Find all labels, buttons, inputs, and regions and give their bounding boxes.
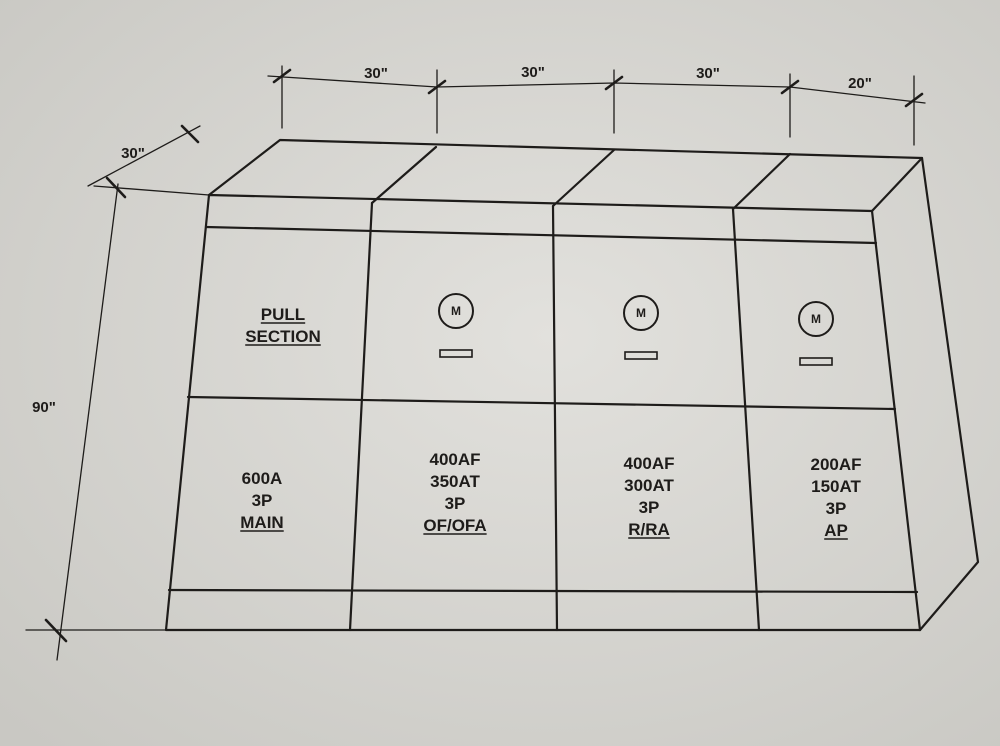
dimension-tick: [105, 176, 127, 199]
meter-letter: M: [811, 312, 821, 326]
dimension-tick: [604, 75, 624, 91]
width-label-4: 20": [848, 75, 872, 92]
dimension-tick: [427, 79, 447, 95]
depth-label: 30": [121, 145, 145, 162]
breaker-label: 300AT: [624, 476, 674, 495]
breaker-label: AP: [824, 521, 848, 540]
meter-icon: [798, 301, 834, 337]
breaker-label: 3P: [252, 491, 273, 510]
top-divider: [370, 145, 438, 205]
side-face-outline: [918, 156, 980, 632]
pull-section-label: PULL: [261, 305, 305, 324]
breaker-label: 400AF: [623, 454, 674, 473]
section-divider: [731, 207, 761, 632]
base-line: [167, 588, 919, 594]
breaker-label: R/RA: [628, 520, 670, 539]
breaker-label: 600A: [242, 469, 283, 488]
top-face-outline: [207, 138, 924, 213]
depth-dimension-line: [87, 125, 201, 187]
height-label: 90": [32, 399, 56, 416]
breaker-label: 400AF: [429, 450, 480, 469]
height-dimension-line: [56, 183, 119, 661]
sections-layer: PULL SECTION 600A 3P MAIN M 400AF 350AT 3P OF/OFA…: [240, 293, 862, 540]
meter-icon: [438, 293, 474, 329]
top-band-line: [204, 225, 878, 245]
dimension-tick: [780, 79, 800, 95]
extension-line: [93, 185, 210, 196]
meter-letter: M: [636, 306, 646, 320]
pull-section-label: SECTION: [245, 327, 321, 346]
meter-icon: [623, 295, 659, 331]
breaker-label: 3P: [826, 499, 847, 518]
top-divider: [551, 148, 616, 208]
breaker-label: OF/OFA: [423, 516, 486, 535]
nameplate-icon: [624, 351, 658, 360]
dimension-tick: [904, 92, 924, 108]
nameplate-icon: [439, 349, 473, 358]
breaker-label: 3P: [445, 494, 466, 513]
breaker-label: 350AT: [430, 472, 480, 491]
breaker-label: 200AF: [810, 455, 861, 474]
section-divider: [551, 204, 559, 632]
dimension-tick: [44, 618, 68, 643]
breaker-label: MAIN: [240, 513, 283, 532]
breaker-label: 150AT: [811, 477, 861, 496]
top-divider: [731, 152, 792, 211]
meter-letter: M: [451, 304, 461, 318]
dimension-tick: [180, 124, 200, 144]
width-label-2: 30": [521, 64, 545, 81]
width-label-3: 30": [696, 65, 720, 82]
section-divider: [348, 201, 374, 632]
dimension-tick: [272, 68, 292, 84]
width-label-1: 30": [364, 65, 388, 82]
nameplate-icon: [799, 357, 833, 366]
breaker-label: 3P: [639, 498, 660, 517]
mid-line: [186, 395, 897, 411]
